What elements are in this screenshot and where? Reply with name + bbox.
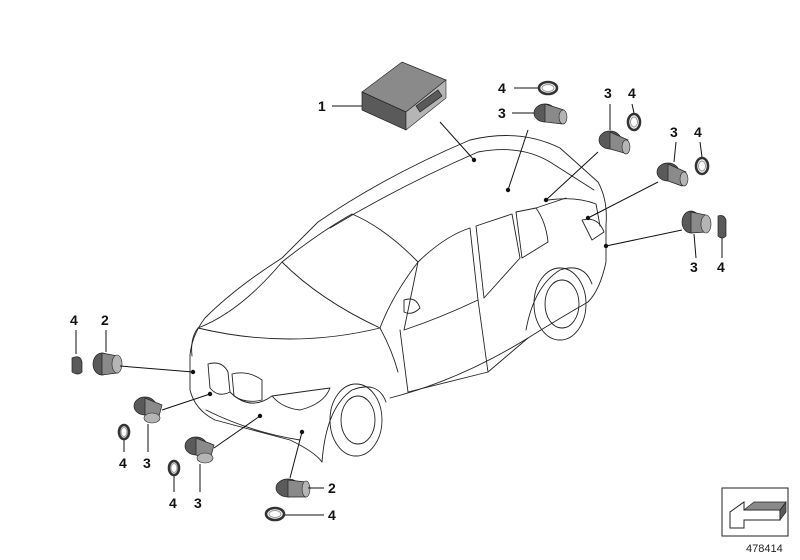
park-sensor-icon: [681, 210, 712, 234]
park-sensor-icon: [133, 396, 163, 424]
callout-control-unit: 1: [318, 98, 326, 114]
sealing-ring-icon: [717, 215, 727, 239]
callout-ring: 4: [328, 507, 336, 523]
sealing-ring-icon: [537, 80, 559, 96]
callout-ring: 4: [119, 455, 127, 471]
sealing-ring-icon: [71, 356, 83, 375]
callout-sensor: 3: [670, 124, 678, 140]
callout-ring: 4: [628, 85, 636, 101]
control-unit-icon: [361, 61, 447, 131]
park-sensor-icon: [533, 103, 568, 125]
callout-sensor: 3: [690, 259, 698, 275]
sealing-ring-icon: [626, 112, 642, 132]
park-sensor-icon: [275, 478, 311, 498]
sealing-ring-icon: [167, 459, 181, 477]
callout-ring: 4: [694, 124, 702, 140]
callout-ring: 4: [498, 80, 506, 96]
leader-lines: [75, 87, 723, 516]
callout-front-sensor: 2: [328, 480, 336, 496]
callout-front-sensor: 2: [101, 312, 109, 328]
callout-sensor: 3: [604, 85, 612, 101]
callout-sensor: 3: [194, 495, 202, 511]
park-sensor-icon: [184, 436, 215, 464]
reference-arrow-icon: [721, 487, 789, 537]
sealing-ring-icon: [264, 506, 286, 522]
park-sensor-icon: [598, 130, 631, 155]
callout-ring: 4: [717, 259, 725, 275]
park-sensor-icon: [656, 162, 689, 187]
reference-id: 478414: [746, 543, 783, 555]
callout-sensor: 3: [143, 455, 151, 471]
park-sensor-icon: [92, 352, 123, 376]
callout-ring: 4: [169, 495, 177, 511]
car-outline-icon: [189, 135, 607, 463]
sealing-ring-icon: [117, 423, 131, 441]
sealing-ring-icon: [694, 156, 710, 176]
callout-sensor: 3: [498, 105, 506, 121]
callout-ring: 4: [70, 312, 78, 328]
